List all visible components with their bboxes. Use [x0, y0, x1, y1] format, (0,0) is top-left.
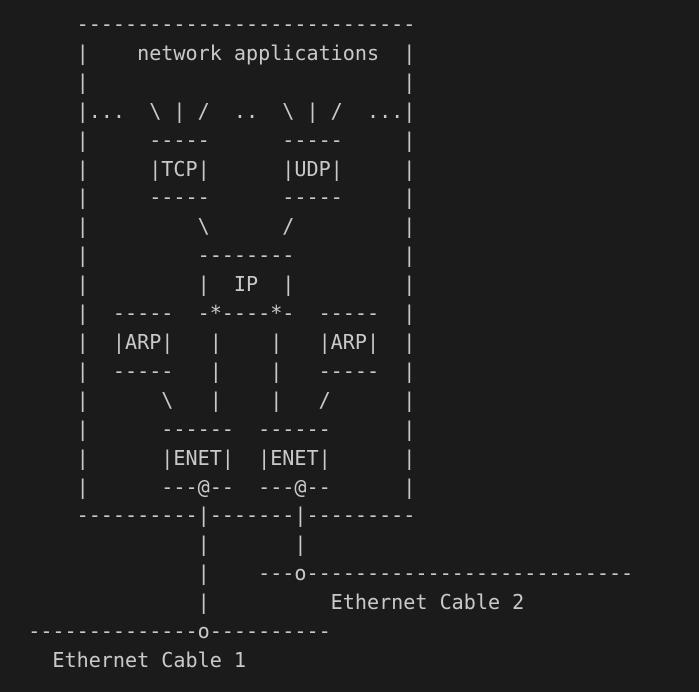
diagram-line: |... \ | / .. \ | / ...|	[4, 98, 416, 123]
diagram-line: | |TCP| |UDP| |	[4, 156, 416, 181]
diagram-line: --------------o----------	[4, 619, 331, 644]
diagram-line: | ----- ----- |	[4, 185, 416, 210]
diagram-line: | ----- ----- |	[4, 127, 416, 152]
diagram-line: | |ENET| |ENET| |	[4, 445, 416, 470]
diagram-line: | | IP | |	[4, 272, 416, 297]
diagram-line: | ------ ------ |	[4, 416, 416, 441]
diagram-line: Ethernet Cable 1	[4, 647, 247, 672]
diagram-line: | |	[4, 532, 307, 557]
diagram-line: | network applications |	[4, 40, 416, 65]
diagram-line: | ---o---------------------------	[4, 561, 634, 586]
diagram-line: | |	[4, 69, 416, 94]
diagram-line: | -------- |	[4, 243, 416, 268]
diagram-line: | Ethernet Cable 2	[4, 590, 525, 615]
diagram-line: | ----- | | ----- |	[4, 358, 416, 383]
diagram-line: | |ARP| | | |ARP| |	[4, 329, 416, 354]
protocol-stack-diagram: ---------------------------- | network a…	[4, 12, 634, 672]
diagram-line: ----------|-------|---------	[4, 503, 416, 528]
diagram-line: | ---@-- ---@-- |	[4, 474, 416, 499]
diagram-line: | \ | | / |	[4, 387, 416, 412]
diagram-line: | \ / |	[4, 214, 416, 239]
diagram-line: | ----- -*----*- ----- |	[4, 301, 416, 326]
diagram-line: ----------------------------	[4, 12, 416, 36]
